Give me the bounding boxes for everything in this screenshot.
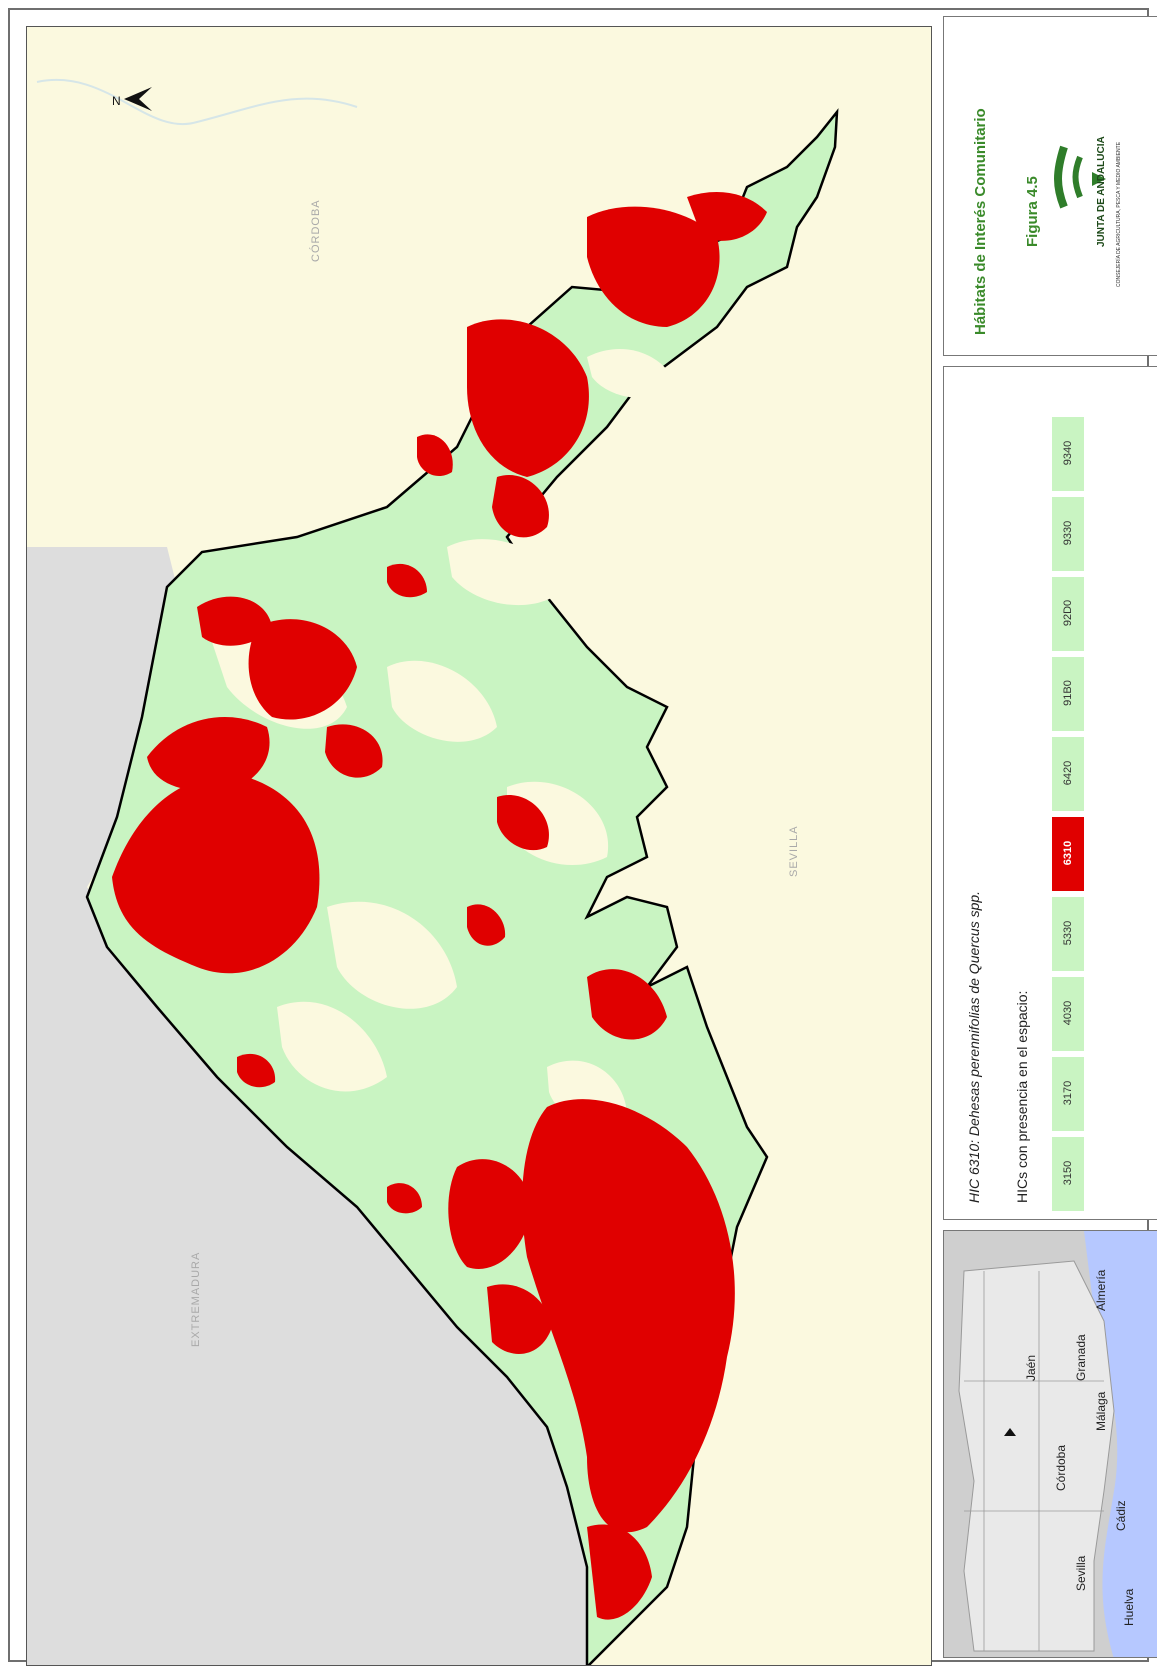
legend-chip-label: 3150 <box>1062 1160 1074 1186</box>
main-map[interactable]: CÓRDOBA SEVILLA EXTREMADURA N <box>26 26 932 1666</box>
legend-chip-4030[interactable]: 4030 <box>1052 977 1084 1051</box>
legend-chip-92D0[interactable]: 92D0 <box>1052 577 1084 651</box>
presence-caption: HICs con presencia en el espacio: <box>1014 990 1030 1203</box>
map-canvas: CÓRDOBA SEVILLA EXTREMADURA N <box>27 27 931 1665</box>
legend-chip-label: 6310 <box>1062 840 1074 866</box>
legend-chip-label: 9340 <box>1062 440 1074 466</box>
figure-number: Figura 4.5 <box>1024 176 1041 247</box>
legend-chip-3170[interactable]: 3170 <box>1052 1057 1084 1131</box>
logo-text: JUNTA DE ANDALUCIA <box>1096 136 1107 247</box>
locator-province-label: Jaén <box>1024 1354 1038 1381</box>
legend-chip-label: 92D0 <box>1062 599 1074 627</box>
legend-chip-3150[interactable]: 3150 <box>1052 1137 1084 1211</box>
logo-subtext: CONSEJERÍA DE AGRICULTURA, PESCA Y MEDIO… <box>1116 141 1122 287</box>
title-panel: Hábitats de Interés Comunitario Figura 4… <box>943 16 1157 356</box>
legend-chip-6420[interactable]: 6420 <box>1052 737 1084 811</box>
locator-province-label: Granada <box>1074 1334 1088 1381</box>
legend-chip-label: 6420 <box>1062 760 1074 786</box>
legend-chip-9330[interactable]: 9330 <box>1052 497 1084 571</box>
locator-province-label: Huelva <box>1122 1588 1136 1626</box>
locator-province-label: Málaga <box>1094 1391 1108 1431</box>
locator-province-label: Sevilla <box>1074 1555 1088 1591</box>
andalucia-land <box>958 1260 1115 1652</box>
map-title: Hábitats de Interés Comunitario <box>972 108 989 335</box>
location-marker-icon <box>1004 1428 1016 1436</box>
legend-chip-9340[interactable]: 9340 <box>1052 417 1084 491</box>
junta-logo-icon <box>1054 127 1134 227</box>
river-line <box>36 79 358 125</box>
legend-chip-91B0[interactable]: 91B0 <box>1052 657 1084 731</box>
habitat-title: HIC 6310: Dehesas perennifolias de Querc… <box>966 890 982 1203</box>
habitat-6310-patches[interactable] <box>112 192 767 1620</box>
label-extremadura: EXTREMADURA <box>190 1252 202 1347</box>
locator-province-label: Almería <box>1094 1269 1108 1311</box>
map-sheet: CÓRDOBA SEVILLA EXTREMADURA N Hábitats d… <box>8 8 1157 1666</box>
legend-chip-label: 3170 <box>1062 1080 1074 1106</box>
svg-text:N: N <box>112 94 121 108</box>
label-cordoba: CÓRDOBA <box>309 199 322 262</box>
legend-chip-label: 91B0 <box>1062 680 1074 706</box>
legend-panel: HIC 6310: Dehesas perennifolias de Querc… <box>943 366 1157 1220</box>
locator-province-label: Cádiz <box>1114 1500 1128 1531</box>
north-arrow-icon: N <box>112 87 152 111</box>
locator-province-label: Córdoba <box>1054 1444 1068 1491</box>
legend-chip-label: 4030 <box>1062 1000 1074 1026</box>
non-habitat-patches <box>207 348 677 1126</box>
label-sevilla: SEVILLA <box>788 825 800 877</box>
legend-chip-5330[interactable]: 5330 <box>1052 897 1084 971</box>
legend-chip-label: 5330 <box>1062 920 1074 946</box>
legend-chip-label: 9330 <box>1062 520 1074 546</box>
extremadura-region <box>27 547 607 1665</box>
locator-canvas <box>944 1231 1157 1657</box>
legend-chip-6310[interactable]: 6310 <box>1052 817 1084 891</box>
